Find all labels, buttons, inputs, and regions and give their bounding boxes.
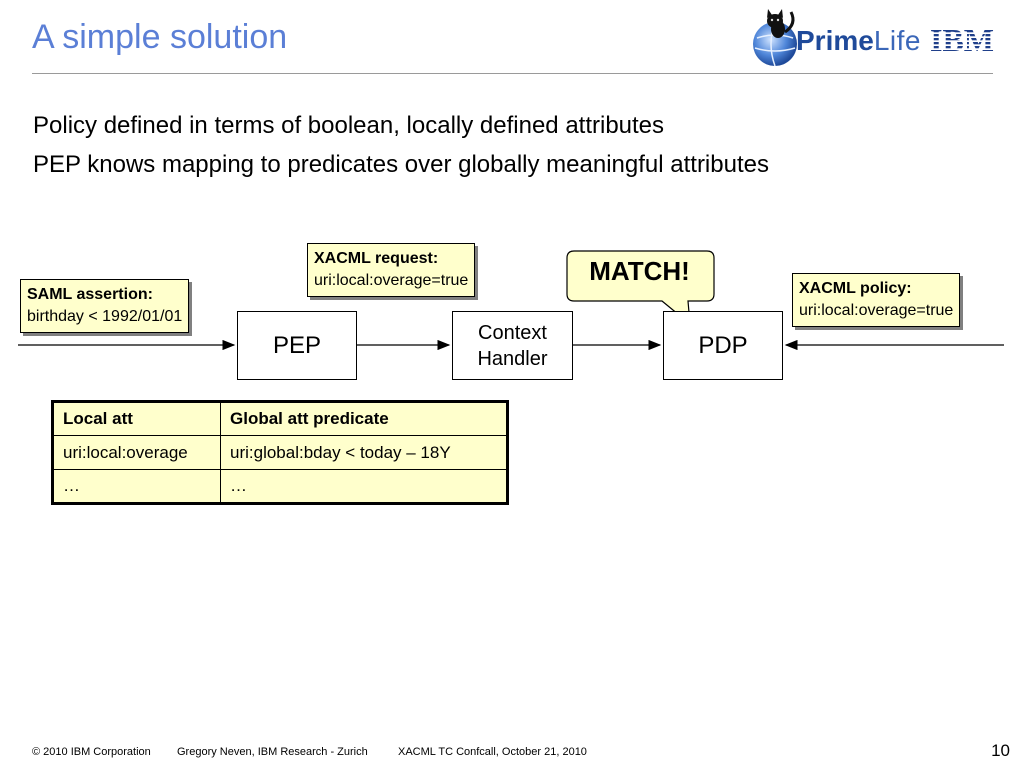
slide-title: A simple solution: [32, 18, 288, 56]
table-cell: uri:global:bday < today – 18Y: [220, 435, 508, 470]
bullet-policy: Policy defined in terms of boolean, loca…: [33, 112, 665, 139]
xacml-policy-body: uri:local:overage=true: [799, 302, 954, 319]
primelife-globe-cat-icon: [753, 9, 797, 67]
header-local-att: Local att: [52, 401, 221, 436]
pdp-label: PDP: [698, 331, 748, 359]
bullet-mapping: PEP knows mapping to predicates over glo…: [33, 151, 769, 178]
match-label: MATCH!: [589, 256, 690, 286]
title-divider: [32, 73, 993, 74]
table-cell: …: [52, 469, 221, 504]
context-handler-box: Context Handler: [452, 311, 573, 380]
xacml-request-body: uri:local:overage=true: [314, 272, 469, 289]
xacml-request-callout: XACML request: uri:local:overage=true: [307, 243, 476, 297]
context-handler-label-line1: Context: [478, 321, 547, 344]
page-number: 10: [991, 741, 1010, 760]
footer-author: Gregory Neven, IBM Research - Zurich: [177, 746, 368, 758]
primelife-prime-text: Prime: [796, 25, 874, 56]
footer-event: XACML TC Confcall, October 21, 2010: [398, 746, 587, 758]
xacml-policy-callout: XACML policy: uri:local:overage=true: [792, 273, 961, 327]
saml-assertion-callout: SAML assertion: birthday < 1992/01/01: [20, 279, 190, 333]
ibm-logo-text: IBM: [930, 22, 994, 56]
ibm-logo: IBM: [930, 22, 994, 56]
table-row: … …: [52, 469, 508, 504]
table-cell: …: [220, 469, 508, 504]
saml-callout-title: SAML assertion:: [27, 286, 153, 303]
header-global-att-predicate: Global att predicate: [220, 401, 508, 436]
pdp-box: PDP: [663, 311, 783, 380]
table-header-row: Local att Global att predicate: [52, 401, 508, 436]
table-cell: uri:local:overage: [52, 435, 221, 470]
xacml-request-title: XACML request:: [314, 250, 439, 267]
xacml-policy-title: XACML policy:: [799, 280, 912, 297]
logo-area: [745, 2, 1005, 70]
attribute-mapping-table: Local att Global att predicate uri:local…: [51, 400, 509, 505]
primelife-logo: PrimeLife: [796, 24, 921, 58]
pep-box: PEP: [237, 311, 357, 380]
primelife-life-text: Life: [873, 25, 921, 56]
context-handler-label-line2: Handler: [477, 347, 548, 370]
table-row: uri:local:overage uri:global:bday < toda…: [52, 435, 508, 470]
footer-copyright: © 2010 IBM Corporation: [32, 746, 151, 758]
pep-label: PEP: [272, 331, 322, 359]
saml-callout-body: birthday < 1992/01/01: [27, 308, 183, 325]
